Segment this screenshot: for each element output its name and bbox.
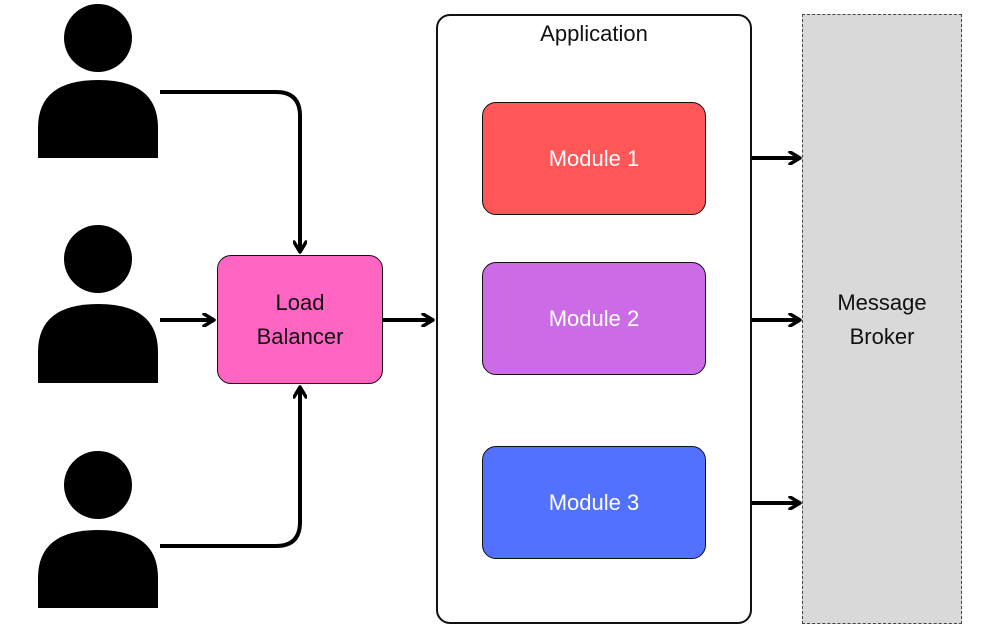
module-2-label: Module 2 bbox=[548, 305, 640, 331]
user-3-person-icon bbox=[38, 451, 158, 608]
load-balancer-line2: Balancer bbox=[256, 324, 344, 349]
message-broker-label: Message Broker bbox=[802, 285, 962, 355]
message-broker-line1: Message bbox=[837, 290, 927, 315]
module-1-label: Module 1 bbox=[548, 145, 640, 171]
module-1-box bbox=[482, 102, 706, 215]
arrow-user1-to-lb bbox=[160, 90, 300, 252]
message-broker-line2: Broker bbox=[849, 324, 915, 349]
module-3-label: Module 3 bbox=[548, 489, 640, 515]
load-balancer-line1: Load bbox=[275, 290, 325, 315]
arrow-user3-to-lb bbox=[160, 387, 300, 548]
load-balancer-box bbox=[217, 255, 383, 384]
module-2-box bbox=[482, 262, 706, 375]
module-3-box bbox=[482, 446, 706, 559]
user-1-person-icon bbox=[38, 4, 158, 158]
application-title: Application bbox=[540, 21, 648, 46]
user-2-person-icon bbox=[38, 225, 158, 383]
load-balancer-label: Load Balancer bbox=[217, 285, 383, 355]
message-broker-box bbox=[802, 14, 962, 624]
